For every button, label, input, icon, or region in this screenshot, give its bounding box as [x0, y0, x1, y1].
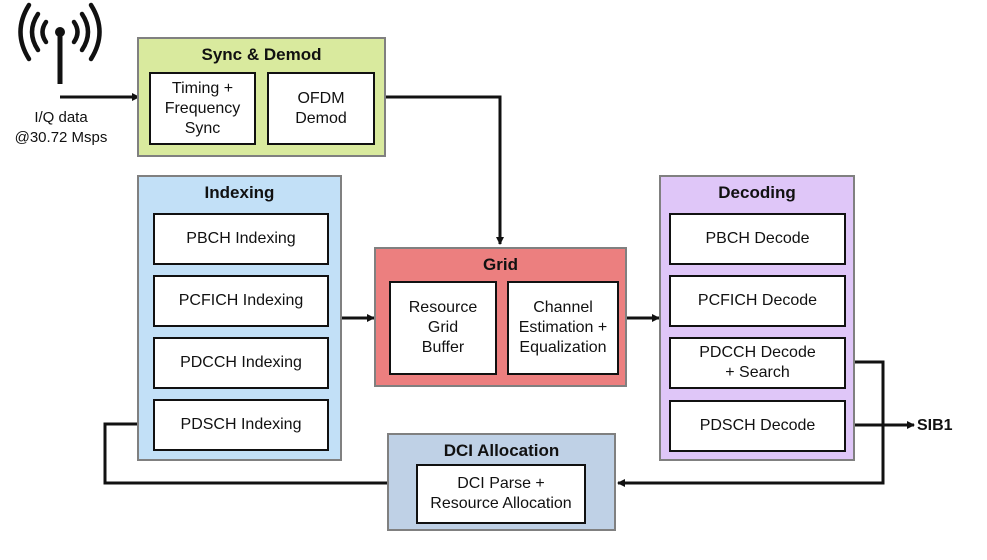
dci-parse-resource-allocation-block: DCI Parse + Resource Allocation	[416, 464, 586, 524]
grid-title: Grid	[483, 255, 518, 274]
sib1-output-label: SIB1	[917, 417, 953, 434]
dci-allocation-title: DCI Allocation	[443, 441, 560, 460]
dci-allocation-group: DCI Allocation DCI Parse + Resource Allo…	[387, 433, 616, 531]
iq-data-label: I/Q data @30.72 Msps	[14, 109, 108, 146]
radio-antenna-icon	[18, 2, 102, 84]
pdcch-to-dci-arrow	[617, 360, 885, 487]
decoding-group: Decoding PBCH Decode PCFICH Decode PDCCH…	[659, 175, 855, 461]
resource-grid-buffer-block: Resource Grid Buffer	[389, 281, 497, 375]
pdsch-decode-block: PDSCH Decode	[669, 400, 846, 452]
pdsch-indexing-block: PDSCH Indexing	[153, 399, 329, 451]
pdcch-decode-search-block: PDCCH Decode + Search	[669, 337, 846, 389]
indexing-title: Indexing	[204, 183, 275, 202]
indexing-group: Indexing PBCH Indexing PCFICH Indexing P…	[137, 175, 342, 461]
ofdm-demod-block: OFDM Demod	[267, 72, 375, 145]
grid-group: Grid Resource Grid Buffer Channel Estima…	[374, 247, 627, 387]
pdcch-indexing-block: PDCCH Indexing	[153, 337, 329, 389]
sync-demod-title: Sync & Demod	[201, 45, 322, 64]
pcfich-decode-block: PCFICH Decode	[669, 275, 846, 327]
demod-to-grid-arrow	[385, 95, 504, 245]
dci-to-pdsch-indexing-arrow	[103, 420, 389, 485]
pcfich-indexing-block: PCFICH Indexing	[153, 275, 329, 327]
channel-estimation-equalization-block: Channel Estimation + Equalization	[507, 281, 619, 375]
pbch-decode-block: PBCH Decode	[669, 213, 846, 265]
pbch-indexing-block: PBCH Indexing	[153, 213, 329, 265]
decoding-title: Decoding	[718, 183, 796, 202]
timing-frequency-sync-block: Timing + Frequency Sync	[149, 72, 256, 145]
sync-demod-group: Sync & Demod Timing + Frequency Sync OFD…	[137, 37, 386, 157]
